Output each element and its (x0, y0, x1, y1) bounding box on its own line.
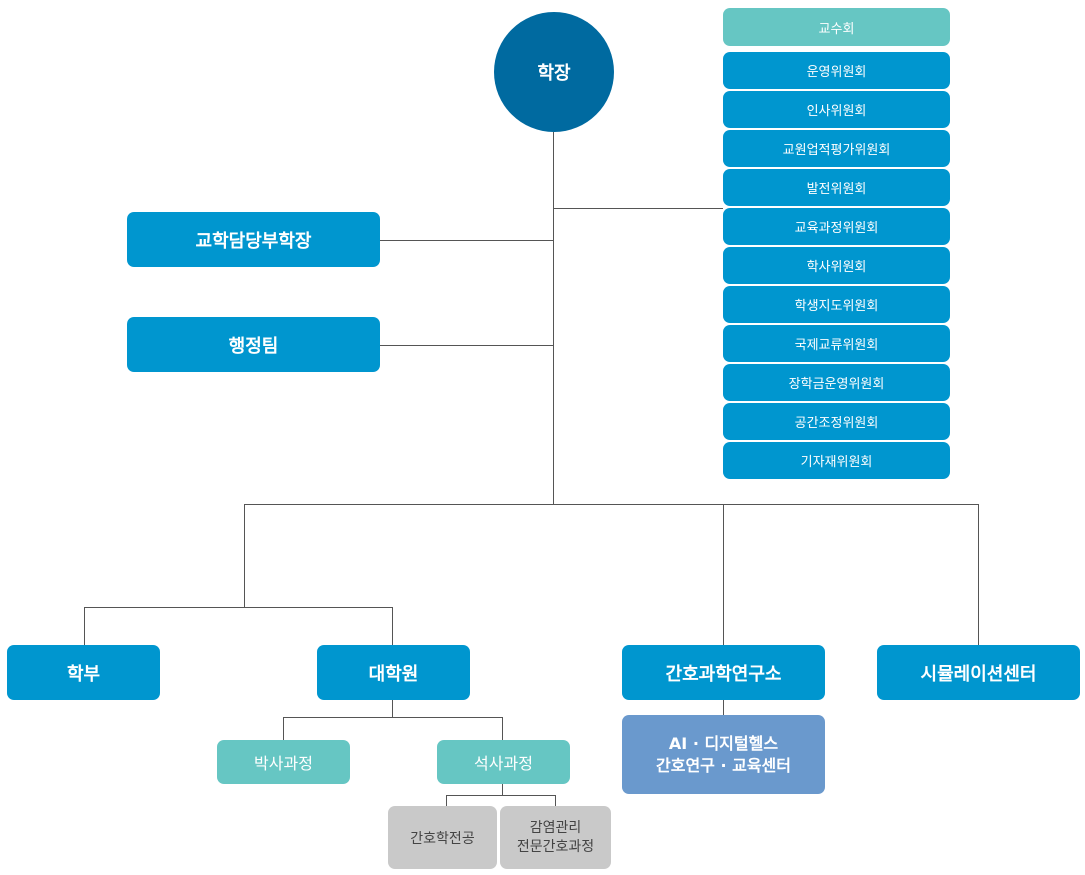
doctoral-course-node: 박사과정 (217, 740, 350, 784)
faculty-council-node: 교수회 (723, 8, 950, 46)
committee-node: 장학금운영위원회 (723, 364, 950, 401)
undergraduate-node: 학부 (7, 645, 160, 700)
committee-node: 학사위원회 (723, 247, 950, 284)
president-node: 학장 (494, 12, 614, 132)
simulation-center-node: 시뮬레이션센터 (877, 645, 1080, 700)
committee-node: 교육과정위원회 (723, 208, 950, 245)
committee-node: 교원업적평가위원회 (723, 130, 950, 167)
nursing-major-node: 간호학전공 (388, 806, 497, 869)
committee-node: 국제교류위원회 (723, 325, 950, 362)
committee-node: 기자재위원회 (723, 442, 950, 479)
admin-team-node: 행정팀 (127, 317, 380, 372)
committee-node: 발전위원회 (723, 169, 950, 206)
masters-course-node: 석사과정 (437, 740, 570, 784)
vice-dean-node: 교학담당부학장 (127, 212, 380, 267)
committee-node: 학생지도위원회 (723, 286, 950, 323)
ai-digital-health-center-node: AI · 디지털헬스 간호연구 · 교육센터 (622, 715, 825, 794)
committee-node: 운영위원회 (723, 52, 950, 89)
committee-node: 인사위원회 (723, 91, 950, 128)
committee-node: 공간조정위원회 (723, 403, 950, 440)
infection-control-node: 감염관리 전문간호과정 (500, 806, 611, 869)
research-institute-node: 간호과학연구소 (622, 645, 825, 700)
graduate-school-node: 대학원 (317, 645, 470, 700)
